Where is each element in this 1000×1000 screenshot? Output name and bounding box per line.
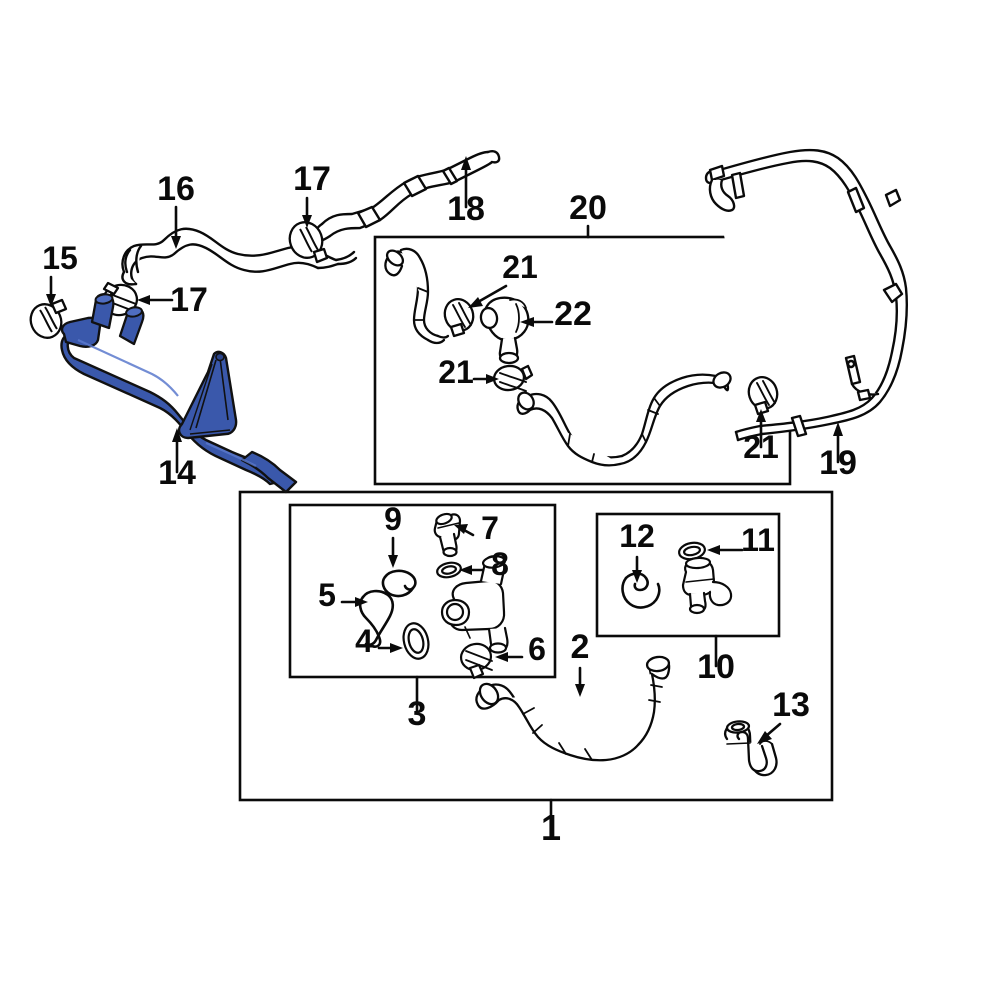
callout-label-20: 20 [569,189,607,227]
box-1-contents [475,655,778,777]
box-10-contents [621,541,733,615]
callout-label-6: 6 [528,631,546,667]
callout-label-21a: 21 [502,249,538,285]
callout-label-3: 3 [408,695,427,733]
part-15-hose-clamp [29,298,68,339]
callout-label-21b: 21 [438,354,474,390]
callout-label-10: 10 [697,648,735,686]
leader-lines [46,156,843,830]
callout-label-22: 22 [554,295,592,333]
part-19-coolant-tube-long [704,148,908,442]
part-17a-hose-clamp [288,221,329,264]
callout-label-18: 18 [447,190,485,228]
group-box-3 [288,503,557,679]
callout-label-9: 9 [384,501,402,537]
callout-label-5: 5 [318,577,336,613]
callout-label-14: 14 [158,454,196,492]
callout-label-16: 16 [157,170,195,208]
callout-label-11: 11 [741,522,775,558]
box-20-contents [384,247,779,467]
callout-label-17b: 17 [170,281,208,319]
callout-label-2: 2 [571,628,590,666]
group-box-1 [238,490,834,802]
callout-label-17a: 17 [293,160,331,198]
callout-label-1: 1 [541,807,561,848]
callout-label-15: 15 [42,240,78,276]
group-box-10 [595,512,781,638]
callout-label-12: 12 [619,518,655,554]
callout-label-8: 8 [491,546,509,582]
box-3-contents [358,512,509,680]
callout-label-13: 13 [772,686,810,724]
callout-label-7: 7 [481,510,499,546]
callout-label-21c: 21 [743,429,779,465]
callout-label-4: 4 [355,623,373,659]
callout-label-19: 19 [819,444,857,482]
part-14-coolant-pipe-highlighted [60,293,298,494]
part-18-coolant-pipe-upper [310,150,501,252]
part-16-heater-hose [121,227,358,286]
